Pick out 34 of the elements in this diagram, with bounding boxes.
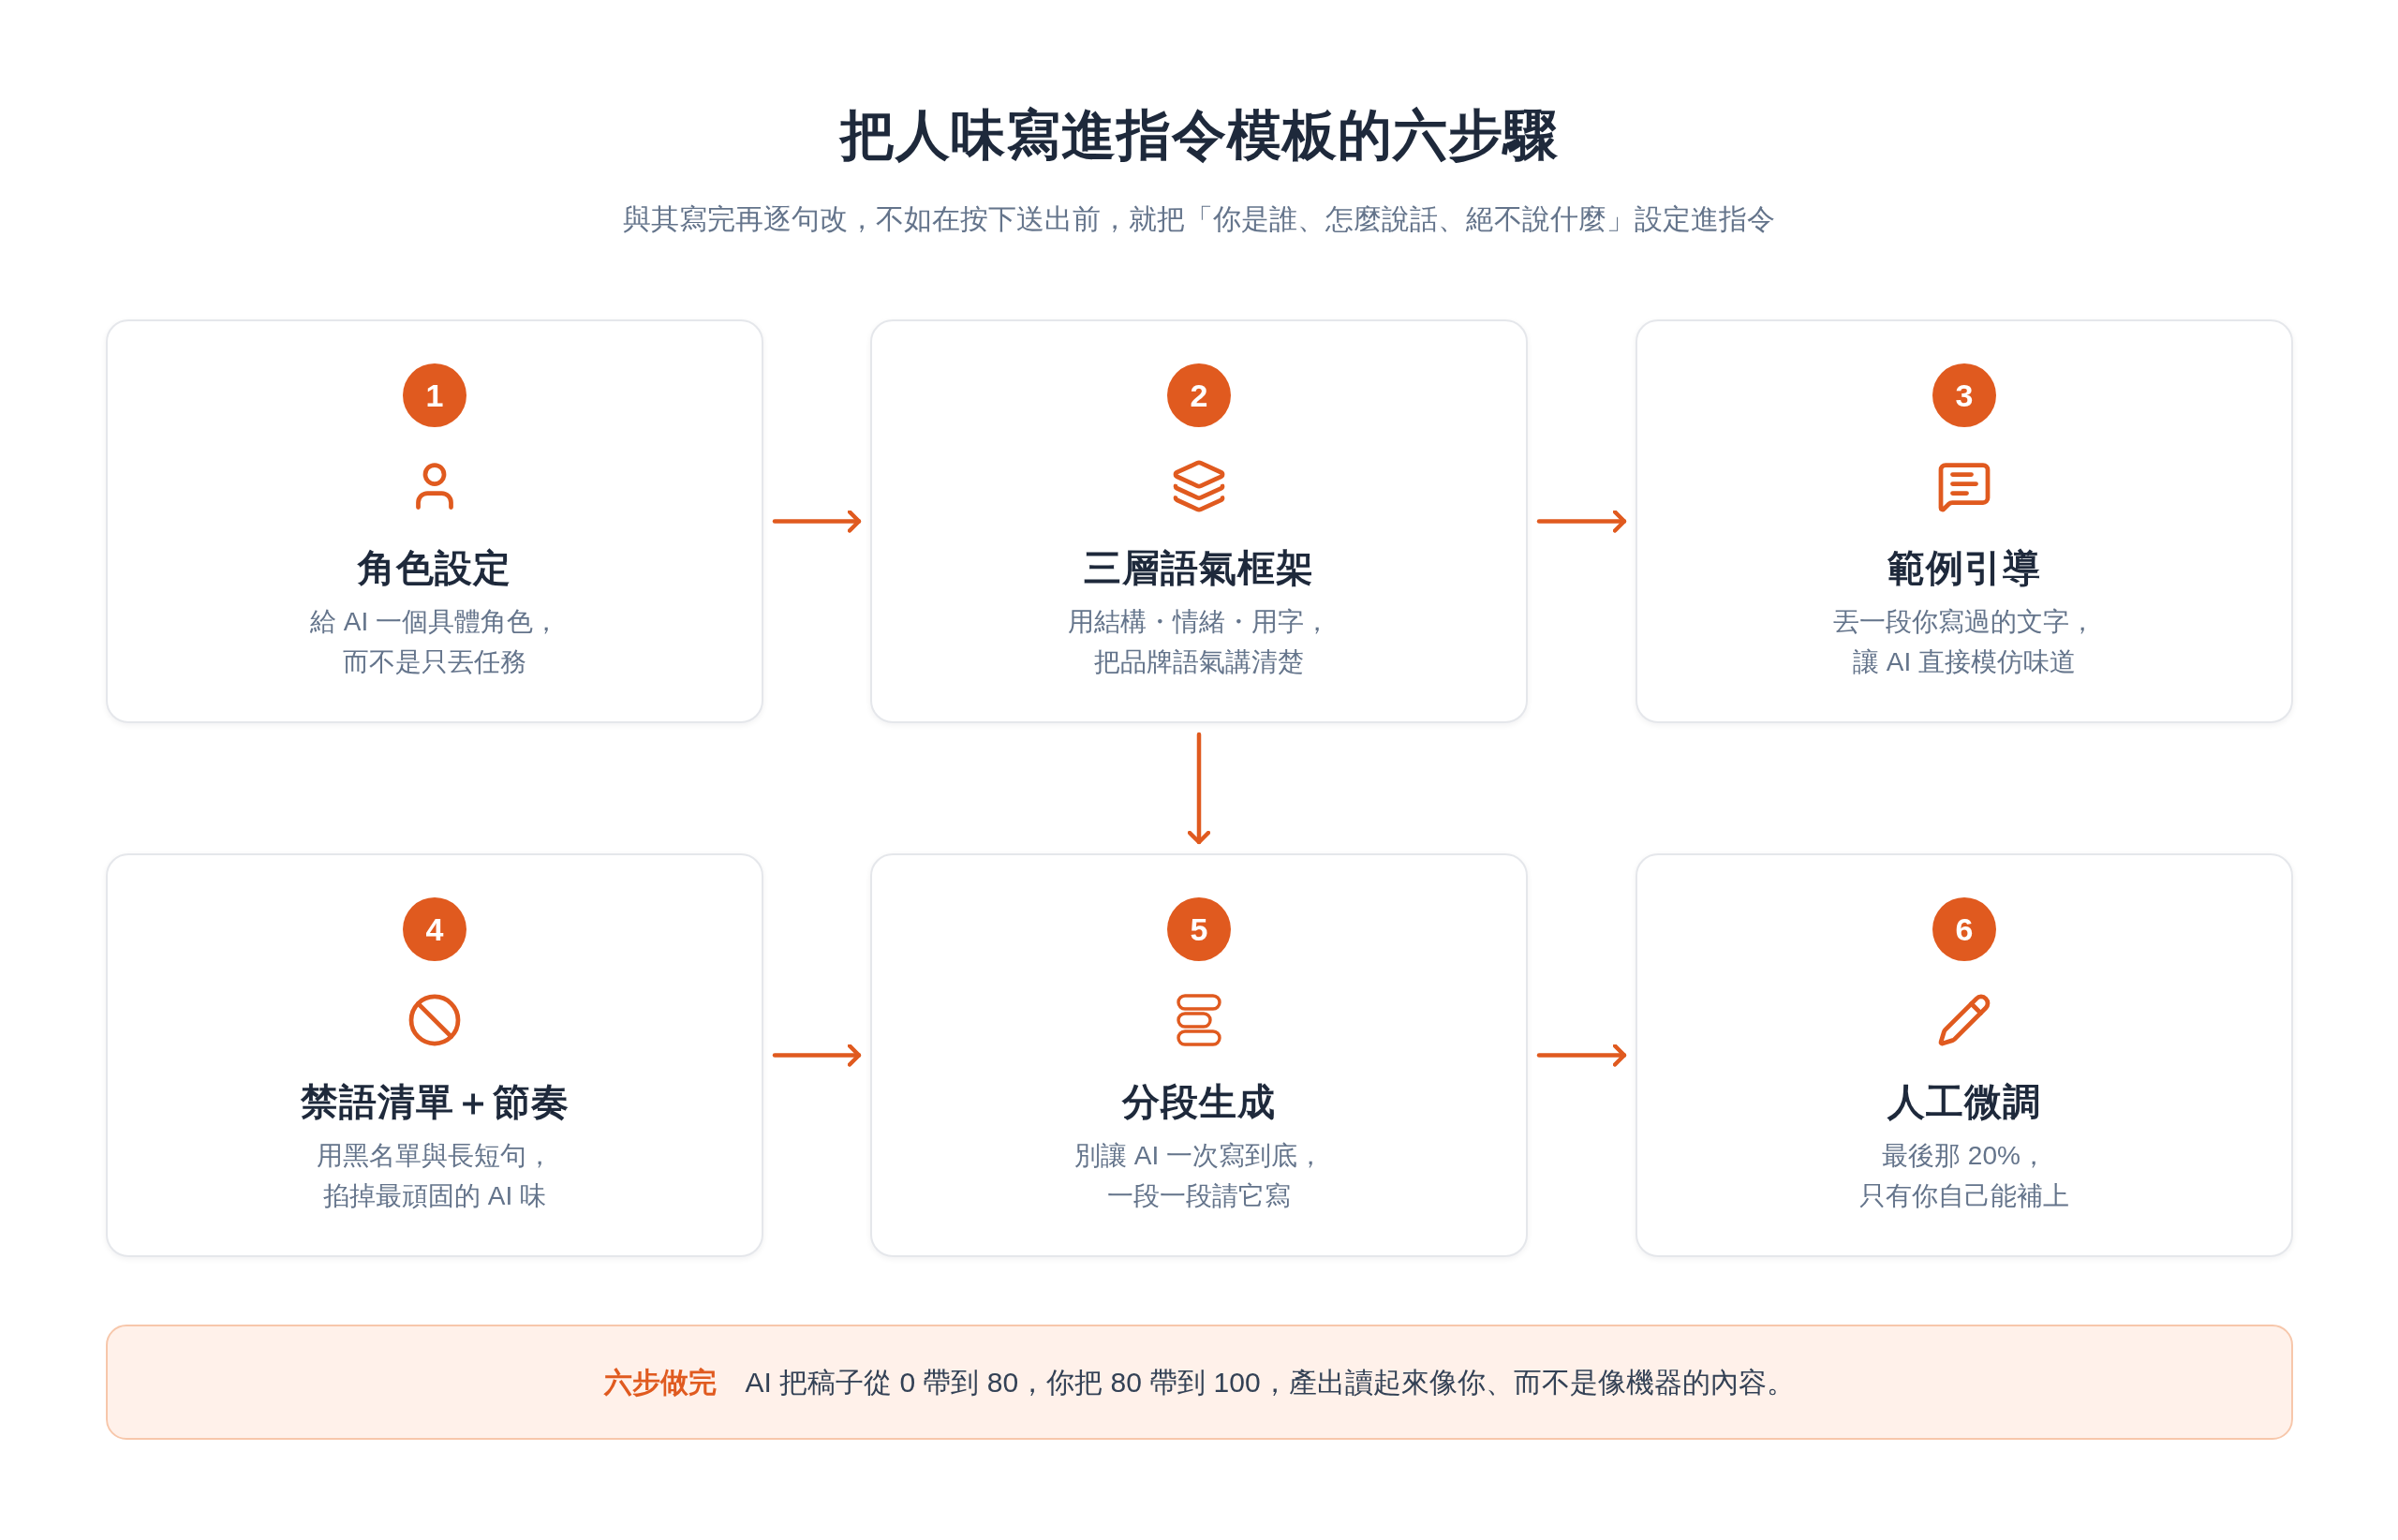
step-card (106, 853, 763, 1257)
title: 把人味寫進指令模板的六步驟 (837, 103, 1560, 167)
step-description: 用黑名單與長短句，掐掉最頑固的 AI 味 (316, 1140, 554, 1212)
step-description: 用結構・情緒・用字，把品牌語氣講清楚 (1067, 606, 1331, 678)
step-card (1636, 319, 2293, 723)
arrow (1187, 732, 1211, 845)
step-number: 3 (1955, 379, 1974, 411)
step-title: 範例引導 (1887, 546, 2041, 590)
step-title: 人工微調 (1887, 1080, 2041, 1124)
arrow (772, 510, 862, 533)
summary-label: 六步做完 (604, 1366, 718, 1399)
subtitle: 與其寫完再逐句改，不如在按下送出前，就把「你是誰、怎麼說話、絕不說什麼」設定進指令 (622, 202, 1776, 236)
step-description: 別讓 AI 一次寫到底，一段一段請它寫 (1073, 1140, 1325, 1212)
step-number: 2 (1190, 379, 1208, 411)
step-number: 1 (425, 379, 444, 411)
step-card (870, 319, 1528, 723)
step-number: 4 (425, 913, 444, 945)
step-description: 丟一段你寫過的文字，讓 AI 直接模仿味道 (1832, 606, 2096, 678)
arrow (772, 1044, 862, 1067)
step-title: 三層語氣框架 (1084, 546, 1314, 590)
step-description: 給 AI 一個具體角色，而不是只丟任務 (309, 606, 560, 678)
arrow (1536, 1044, 1627, 1067)
step-card (870, 853, 1528, 1257)
step-title: 角色設定 (358, 546, 511, 590)
step-title: 禁語清單＋節奏 (300, 1080, 570, 1124)
arrow (1536, 510, 1627, 533)
summary-text: AI 把稿子從 0 帶到 80，你把 80 帶到 100，產出讀起來像你、而不是像機器的內容。 (745, 1366, 1795, 1399)
step-card (1636, 853, 2293, 1257)
step-title: 分段生成 (1122, 1080, 1276, 1124)
step-number: 6 (1955, 913, 1974, 945)
step-description: 最後那 20%，只有你自己能補上 (1858, 1140, 2070, 1212)
step-card (106, 319, 763, 723)
summary-banner (106, 1325, 2293, 1440)
step-number: 5 (1190, 913, 1208, 945)
